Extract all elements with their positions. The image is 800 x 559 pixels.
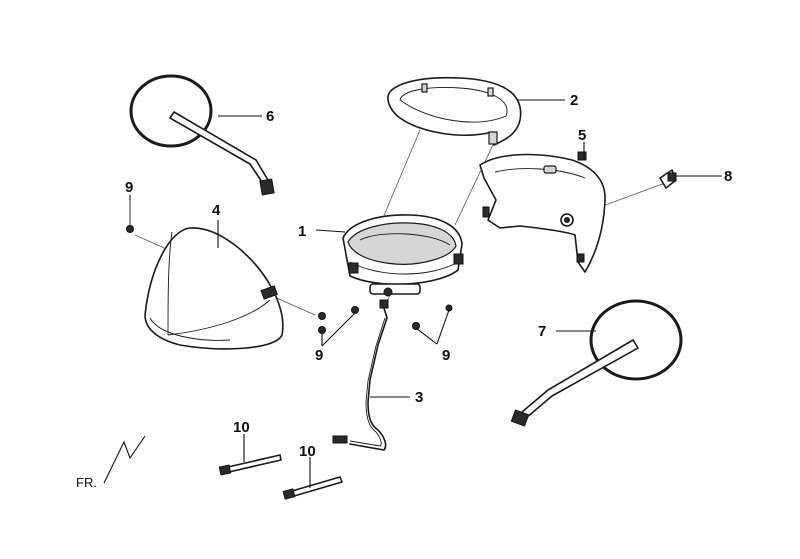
callout-10-lower: 10 (299, 443, 316, 460)
callout-7: 7 (538, 323, 546, 340)
forward-direction-arrow-icon (103, 435, 146, 484)
callout-9-left: 9 (125, 179, 133, 196)
direction-label: FR. (76, 475, 97, 490)
left-mirror (129, 74, 275, 196)
callout-10-upper: 10 (233, 419, 250, 436)
callout-9-right: 9 (442, 347, 450, 364)
headlight-rim (387, 76, 522, 146)
front-headlight-cover (144, 227, 284, 350)
leader-lines (129, 99, 722, 488)
long-bolt-lower (282, 476, 343, 500)
callout-6: 6 (266, 108, 274, 125)
rear-headlight-cover (479, 151, 606, 273)
callout-4: 4 (212, 202, 221, 219)
screw-part-8 (659, 169, 677, 189)
callout-2: 2 (570, 92, 578, 109)
callout-5: 5 (578, 127, 586, 144)
callout-3: 3 (415, 389, 423, 406)
headlight-unit (342, 214, 464, 297)
callout-1: 1 (298, 223, 306, 240)
callout-8: 8 (724, 168, 732, 185)
right-mirror (510, 299, 683, 427)
long-bolt-upper (218, 454, 282, 476)
callout-9-center: 9 (315, 347, 323, 364)
wire-harness-cable (332, 299, 389, 451)
